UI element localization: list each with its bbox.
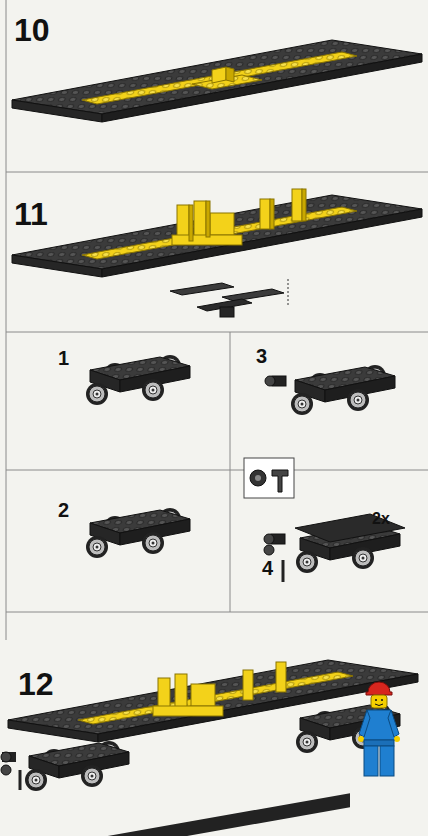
step-number: 11 [14, 198, 48, 230]
substep-number: 3 [256, 346, 267, 366]
step-number: 12 [18, 668, 54, 700]
step-number: 10 [14, 14, 50, 46]
quantity-label: 2x [372, 511, 390, 527]
substep-number: 2 [58, 500, 69, 520]
substep-number: 4 [262, 558, 273, 578]
substep-number: 1 [58, 348, 69, 368]
